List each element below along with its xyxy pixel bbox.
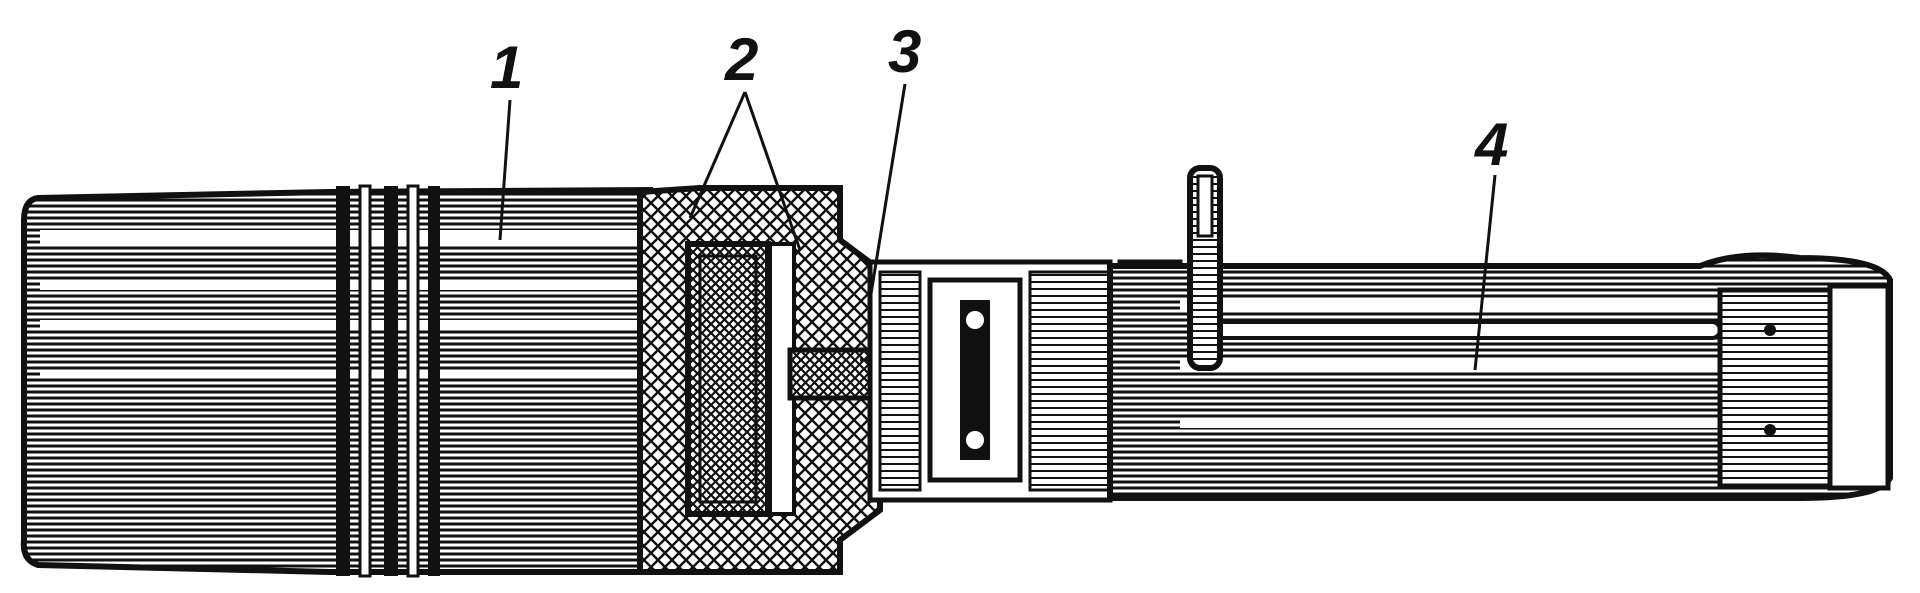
- leader-lines: [498, 83, 1497, 371]
- handle-tube: [1107, 252, 1893, 501]
- tube-slot: [1198, 320, 1722, 340]
- cap-section: [637, 185, 948, 575]
- charge-block: [685, 241, 796, 517]
- callout-1: 1: [490, 34, 524, 101]
- rear-cap: [1717, 283, 1891, 491]
- container-body: [20, 184, 653, 578]
- callout-3: 3: [888, 18, 922, 85]
- callout-4: 4: [1475, 111, 1509, 178]
- safety-pin: [1187, 165, 1223, 371]
- body-ring-grooves: [336, 184, 440, 578]
- callout-2: 2: [725, 26, 759, 93]
